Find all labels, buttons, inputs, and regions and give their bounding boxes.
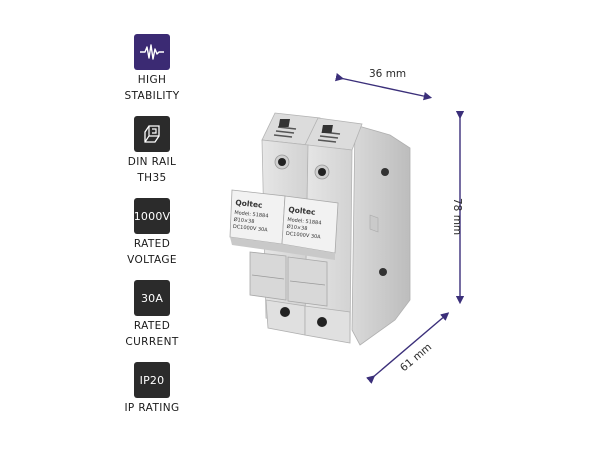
brand-label-left: Qoltec xyxy=(235,198,263,210)
feature-label-line1: RATED xyxy=(133,320,171,332)
model-label-left: Model: 51884 xyxy=(234,210,269,220)
brand-label-right: Qoltec xyxy=(288,205,316,217)
size-label-right: Ø10×38 xyxy=(286,223,307,232)
width-dimension-arrow xyxy=(335,73,433,101)
feature-label-line2: VOLTAGE xyxy=(127,254,177,266)
ip-rating-badge: IP20 xyxy=(134,362,170,398)
feature-label-line1: DIN RAIL xyxy=(127,156,177,168)
feature-label-line1: RATED xyxy=(133,238,171,250)
feature-label-line2: CURRENT xyxy=(125,336,179,348)
feature-label-line1: IP RATING xyxy=(124,402,180,414)
model-label-right: Model: 51884 xyxy=(287,217,322,227)
voltage-badge: 1000V xyxy=(134,198,170,234)
rating-label-left: DC1000V 30A xyxy=(233,224,269,234)
size-label-left: Ø10×38 xyxy=(233,216,254,225)
height-dimension-label: 78 mm xyxy=(451,198,463,236)
rating-label-right: DC1000V 30A xyxy=(286,231,322,241)
feature-label-line2: STABILITY xyxy=(124,90,180,102)
waveform-icon xyxy=(134,34,170,70)
width-dimension-label: 36 mm xyxy=(369,68,407,80)
current-badge: 30A xyxy=(134,280,170,316)
feature-label-line2: TH35 xyxy=(137,172,167,184)
din-rail-icon xyxy=(134,116,170,152)
feature-label-line1: HIGH xyxy=(137,74,167,86)
depth-dimension-arrow xyxy=(366,312,450,384)
